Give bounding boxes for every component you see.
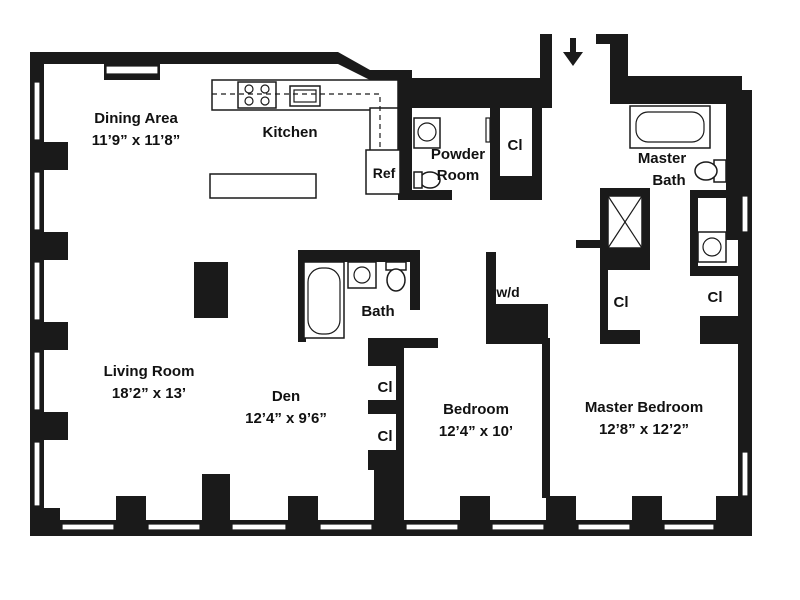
bath-toilet-icon (386, 268, 406, 292)
cooktop-icon (237, 81, 277, 109)
master-bedroom-name: Master Bedroom (585, 399, 703, 416)
bedroom-dims: 12’4” x 10’ (439, 423, 513, 440)
washer-dryer-label: w/d (495, 284, 519, 300)
kitchen-fixtures (209, 79, 401, 199)
closet-master-left-label: Cl (614, 294, 629, 311)
master-sink-icon (697, 231, 727, 263)
master-toilet-icon (694, 161, 718, 181)
bath-name: Bath (361, 303, 394, 320)
powder-room-name-1: Powder (431, 146, 485, 163)
powder-room-name-2: Room (437, 167, 480, 184)
dining-area-name: Dining Area (94, 110, 178, 127)
ref-label: Ref (373, 165, 396, 181)
master-bath-fixtures (607, 105, 727, 263)
closet-den-1-label: Cl (378, 379, 393, 396)
powder-room-fixtures (413, 117, 491, 189)
kitchen-sink-icon (289, 85, 321, 107)
closet-master-right-label: Cl (708, 289, 723, 306)
master-bath-name-2: Bath (652, 172, 685, 189)
column (194, 262, 228, 318)
den-dims: 12’4” x 9’6” (245, 410, 327, 427)
master-bedroom-dims: 12’8” x 12’2” (599, 421, 689, 438)
kitchen-right-wall (398, 70, 412, 200)
bath-fixtures (303, 261, 407, 339)
entry-arrow-icon (563, 38, 583, 66)
kitchen-name: Kitchen (262, 124, 317, 141)
exterior-walls (30, 34, 752, 536)
den-name: Den (272, 388, 300, 405)
windows (33, 65, 749, 531)
closet-powder-label: Cl (508, 137, 523, 154)
kitchen-island (209, 173, 317, 199)
entry-left-jamb (540, 34, 552, 108)
living-room-dims: 18’2” x 13’ (112, 385, 186, 402)
master-bath-name-1: Master (638, 150, 687, 167)
interior-walls (298, 108, 752, 498)
room-labels: Dining Area 11’9” x 11’8” Kitchen Ref Po… (92, 110, 723, 445)
dining-area-dims: 11’9” x 11’8” (92, 132, 180, 149)
top-wall-left (30, 52, 410, 80)
bath-sink-icon (347, 261, 377, 289)
closet-den-2-label: Cl (378, 428, 393, 445)
top-wall-right (596, 34, 752, 536)
living-room-name: Living Room (104, 363, 195, 380)
bedroom-name: Bedroom (443, 401, 509, 418)
kitchen-side-counter (369, 107, 399, 153)
powder-top-wall (412, 78, 542, 108)
refrigerator (365, 149, 401, 195)
